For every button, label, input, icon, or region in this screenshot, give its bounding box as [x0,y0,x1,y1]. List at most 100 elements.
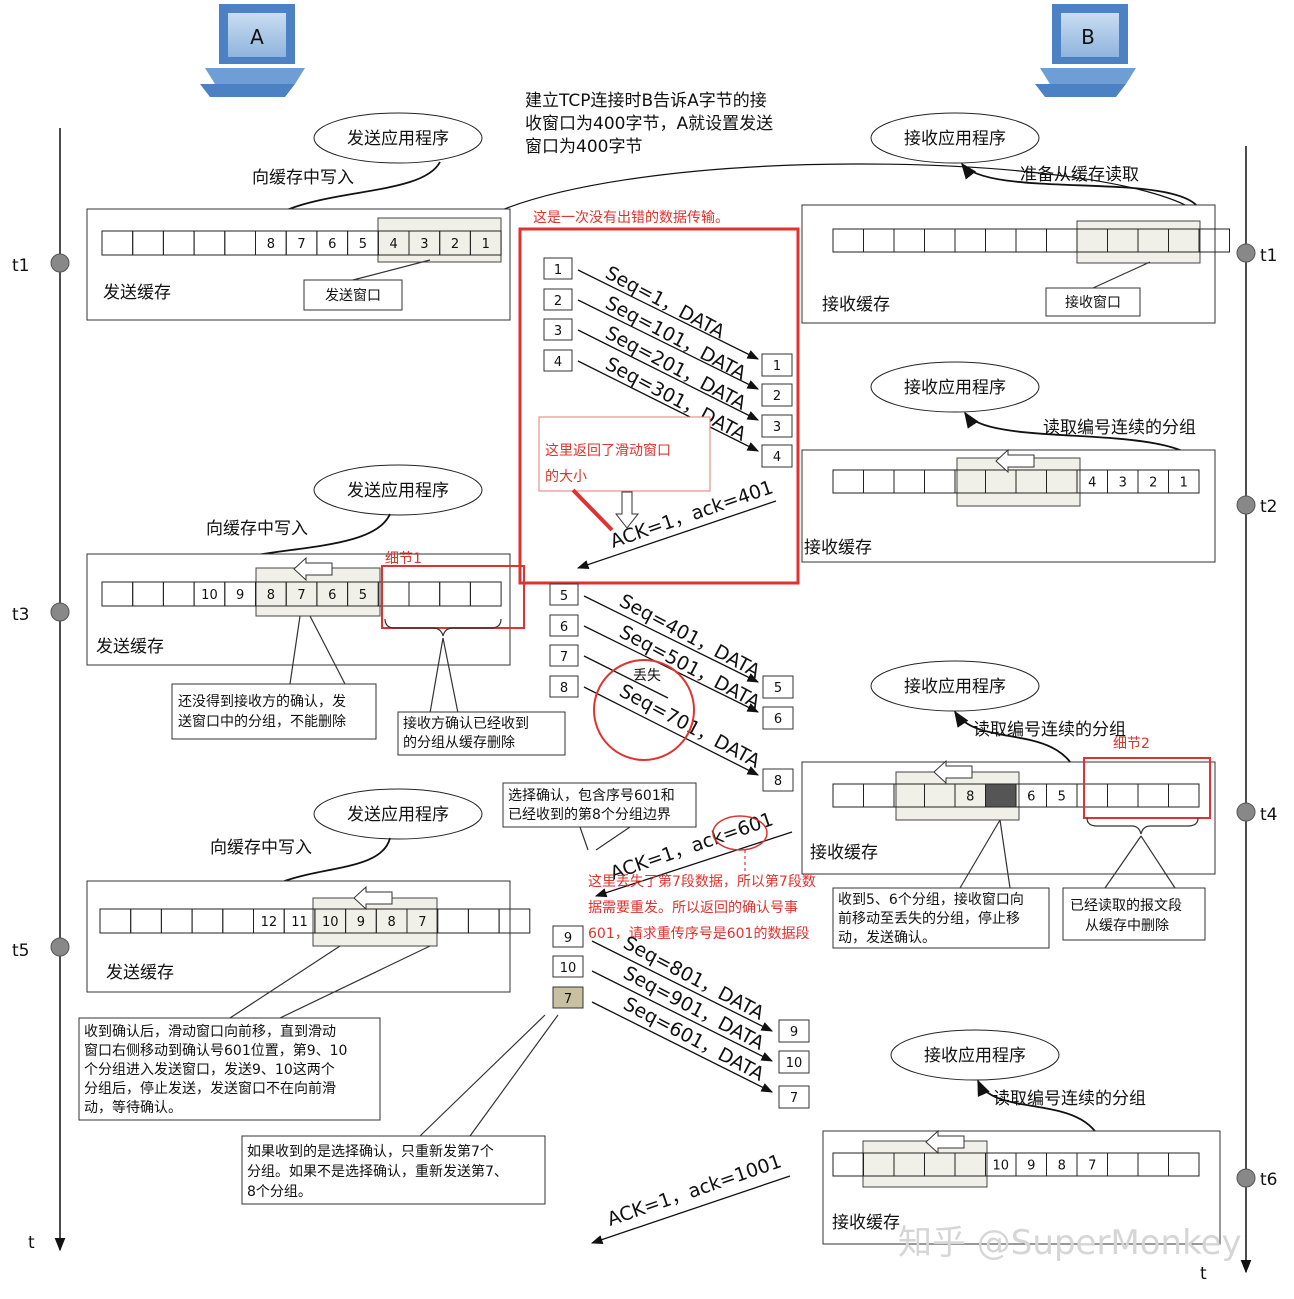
buffer-cell-label: 7 [1088,1159,1096,1174]
buffer-cell-label: 2 [1149,476,1157,491]
buffer-cell-label: 9 [1027,1159,1035,1174]
receiver-buffer-cells-2: 4 3 2 1 [832,469,1200,494]
receiver-window-label-1: 接收窗口 [1065,294,1121,311]
svg-text:9: 9 [790,1025,798,1040]
buffer-cell-label: 8 [1058,1159,1066,1174]
sender-app-bubble-1: 发送应用程序 [313,112,483,164]
ack-arrow-1 [576,500,777,570]
buffer-cell-label: 4 [390,237,398,252]
svg-text:8: 8 [560,681,568,696]
sender-window-2 [255,567,381,617]
buffer-cell-label: 8 [267,588,275,603]
ack-arrow-2 [594,831,793,898]
time-label-b-t4: t4 [1260,805,1277,825]
sender-window-label-1: 发送窗口 [325,287,381,304]
buffer-cell [1168,1152,1200,1177]
computer-a-icon: A [200,4,305,97]
buffer-cell-label: 3 [1119,476,1127,491]
buffer-cell-label: 2 [451,237,459,252]
buffer-cell-label: 6 [328,588,336,603]
buffer-cell-label: 1 [1180,476,1188,491]
svg-text:1: 1 [773,359,781,374]
segments-round-3: 9 10 7 Seq=801，DATA Seq=901，DATA Seq=601… [552,925,810,1109]
buffer-cell-label: 8 [267,237,275,252]
receiver-read-label-4: 读取编号连续的分组 [993,1089,1146,1109]
buffer-cell [1168,783,1200,808]
svg-text:接收应用程序: 接收应用程序 [904,129,1006,149]
buffer-cell [469,581,502,607]
buffer-cell-label: 6 [1027,790,1035,805]
svg-text:3: 3 [773,420,781,435]
receiver-buffer-cells-1 [832,228,1230,253]
buffer-cell-label: 6 [328,237,336,252]
receiver-buffer-label-3: 接收缓存 [810,843,878,863]
computer-a-label: A [250,25,264,49]
buffer-cell [498,908,531,934]
time-label-b-t2: t2 [1260,497,1277,517]
receiver-app-bubble-1: 接收应用程序 [870,112,1040,164]
segments-round-2: 5 6 7 8 Seq=401，DATA Seq=501，DATA Seq=70… [549,583,794,792]
computer-b-icon: B [1035,4,1136,97]
detail-1-label: 细节1 [385,551,422,567]
buffer-cell-label: 12 [261,915,278,930]
window-note-box [538,416,711,492]
svg-text:接收应用程序: 接收应用程序 [904,677,1006,697]
time-label-a-t5: t5 [12,941,29,961]
buffer-cell-label: 8 [966,790,974,805]
receiver-app-bubble-3: 接收应用程序 [870,660,1040,712]
lost-label: 丢失 [633,668,661,684]
lost-note: 这里丢失了第7段数据，所以第7段数 据需要重发。所以返回的确认号事 601，请求… [588,873,820,942]
window-slide-arrow-1 [293,556,333,582]
buffer-cell-label: 11 [291,915,308,930]
watermark: 知乎 @SuperMonkey [898,1223,1242,1263]
buffer-cell-label: 3 [420,237,428,252]
buffer-cell-label: 9 [357,915,365,930]
svg-text:4: 4 [773,450,781,465]
receiver-read-label-2: 读取编号连续的分组 [1043,418,1196,438]
time-markers-a [50,253,70,957]
buffer-cell-label: 8 [388,915,396,930]
sender-buffer-label-3: 发送缓存 [106,963,174,983]
svg-text:6: 6 [560,620,568,635]
ack-label-3: ACK=1，ack=1001 [604,1150,784,1230]
receiver-read-label-1: 准备从缓存读取 [1020,165,1139,185]
note-read-deleted: 已经读取的报文段 从缓存中删除 [1070,897,1186,934]
svg-text:1: 1 [554,263,562,278]
svg-text:2: 2 [773,389,781,404]
buffer-cell-label: 10 [201,588,218,603]
svg-text:4: 4 [554,355,562,370]
time-label-b-t6: t6 [1260,1170,1277,1190]
detail-2-box [1083,757,1211,819]
detail-2-label: 细节2 [1113,736,1150,752]
time-label-b-t1: t1 [1260,246,1277,266]
svg-text:发送应用程序: 发送应用程序 [347,805,449,825]
ack-601-circle [712,815,768,851]
buffer-cell-label: 7 [297,237,305,252]
receiver-app-bubble-2: 接收应用程序 [870,361,1040,413]
window-note: 这里返回了滑动窗口 的大小 [545,442,675,485]
time-label-a-t3: t3 [12,605,29,625]
receiver-buffer-label-2: 接收缓存 [804,538,872,558]
time-label-a-t1: t1 [12,256,29,276]
svg-text:9: 9 [564,931,572,946]
svg-text:发送应用程序: 发送应用程序 [347,129,449,149]
buffer-cell-label: 10 [322,915,339,930]
time-label-b-t: t [1200,1264,1207,1284]
note-acked-deleted: 接收方确认已经收到 的分组从缓存删除 [403,715,533,751]
receiver-buffer-label-4: 接收缓存 [832,1213,900,1233]
buffer-cell-label: 5 [359,237,367,252]
svg-text:6: 6 [774,712,782,727]
buffer-cell [469,230,502,256]
buffer-cell-label: 4 [1088,476,1096,491]
sender-write-label-1: 向缓存中写入 [252,168,354,188]
sack-note-box [502,782,697,828]
svg-text:10: 10 [786,1056,803,1071]
sender-app-bubble-3: 发送应用程序 [313,788,483,840]
note-sender-move: 收到确认后，滑动窗口向前移，直到滑动 窗口右侧移动到确认号601位置，第9、10… [84,1023,352,1116]
window-slide-arrow-3 [353,885,393,911]
svg-text:接收应用程序: 接收应用程序 [904,378,1006,398]
